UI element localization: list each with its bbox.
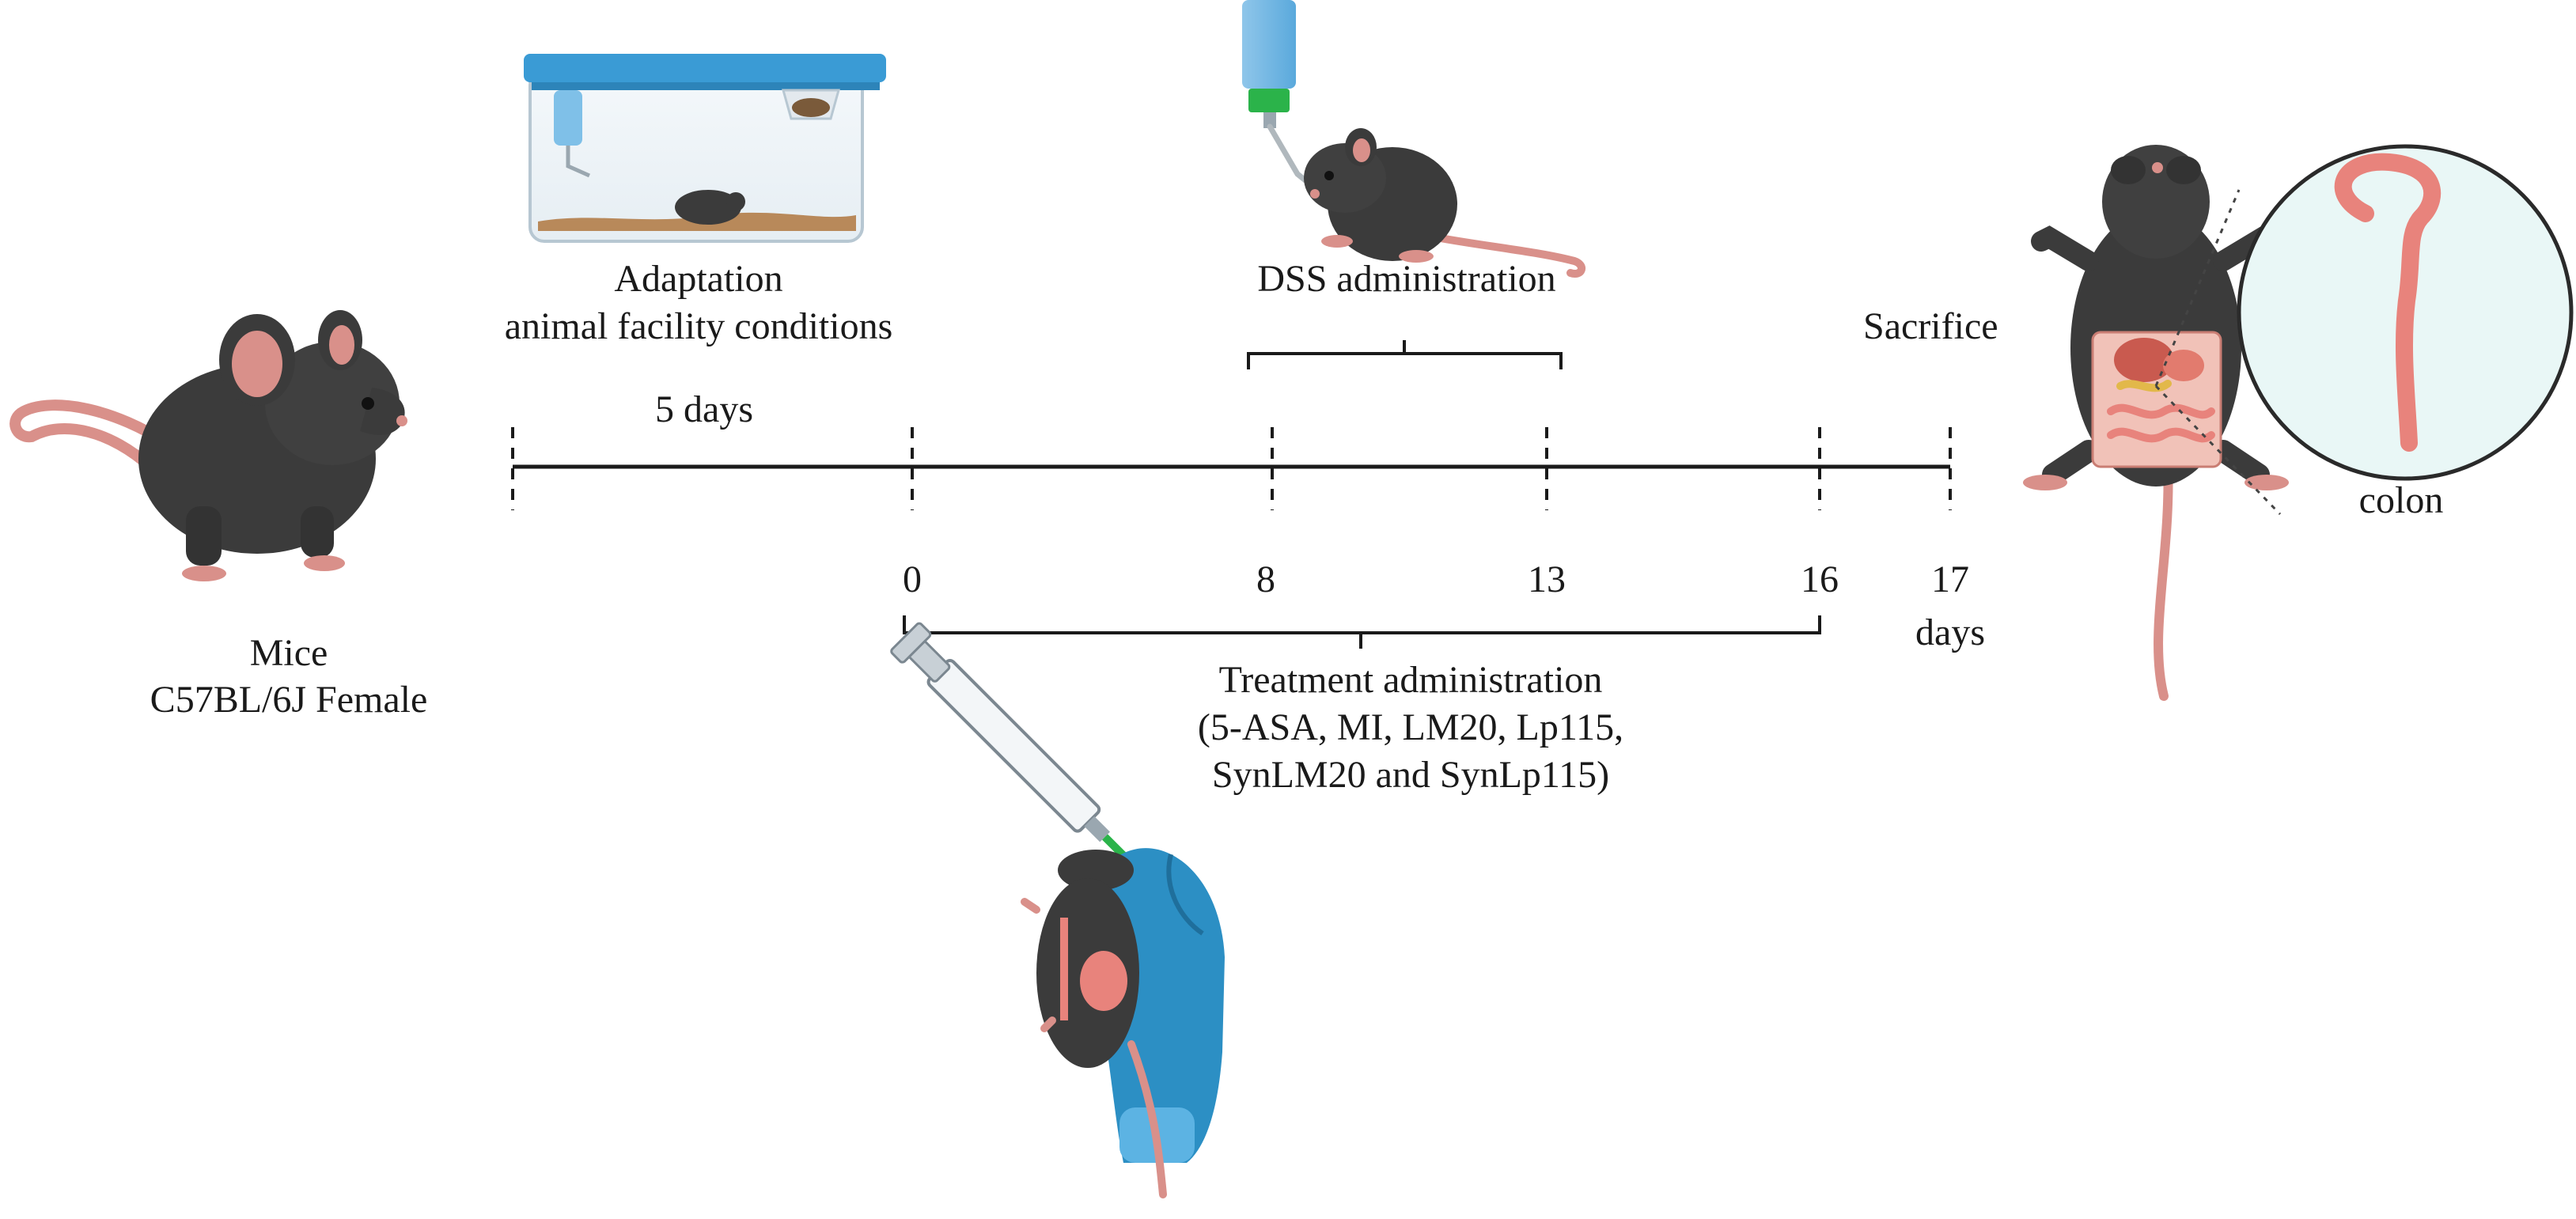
syringe-icon — [890, 622, 1147, 880]
strain-label: C57BL/6J Female — [150, 679, 428, 721]
magnifier-circle-icon — [2154, 144, 2574, 516]
mice-label: Mice — [249, 632, 328, 674]
adaptation-conditions-label: animal facility conditions — [504, 305, 893, 347]
tick-label-17: 17 — [1931, 558, 1969, 600]
water-bottle-icon — [1242, 0, 1316, 190]
dissected-mouse-icon — [2023, 145, 2289, 701]
mouse-icon — [1021, 850, 1167, 1198]
treatment-label: Treatment administration — [1218, 659, 1603, 701]
adaptation-duration-label: 5 days — [655, 388, 753, 430]
mouse-icon — [9, 310, 407, 581]
mouse-icon — [1304, 128, 1585, 278]
treatment-list-line2: SynLM20 and SynLp115) — [1211, 754, 1610, 796]
tick-label-16: 16 — [1801, 558, 1839, 600]
tick-label-0: 0 — [903, 558, 922, 600]
treatment-list-line1: (5-ASA, MI, LM20, Lp115, — [1197, 706, 1624, 748]
tick-label-13: 13 — [1528, 558, 1566, 600]
dss-bracket — [1247, 340, 1563, 369]
colon-icon — [2334, 153, 2442, 452]
tick-label-8: 8 — [1256, 558, 1275, 600]
adaptation-label: Adaptation — [614, 258, 783, 300]
treatment-bracket — [903, 615, 1821, 649]
colon-label: colon — [2358, 479, 2444, 521]
days-unit-label: days — [1915, 611, 1985, 653]
timeline — [511, 427, 1952, 510]
cage-icon — [524, 54, 886, 243]
sacrifice-label: Sacrifice — [1863, 305, 1998, 347]
dss-label: DSS administration — [1257, 258, 1556, 300]
